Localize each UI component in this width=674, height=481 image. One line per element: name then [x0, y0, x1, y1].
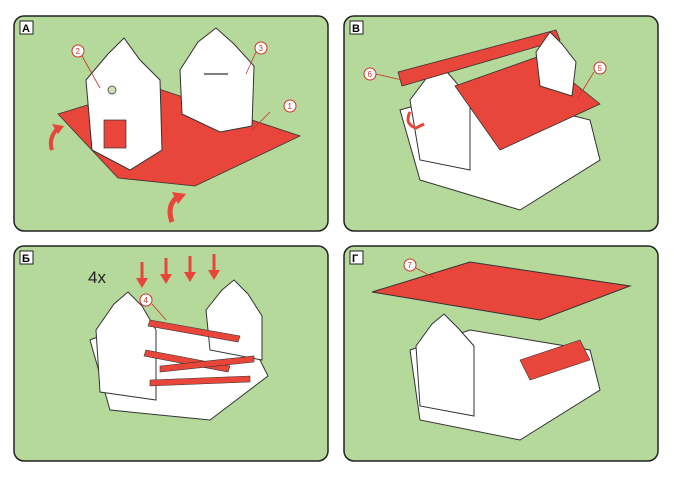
callout-circle-icon	[403, 258, 417, 272]
gable-wall-back	[205, 279, 263, 361]
panel-g-label: Г	[352, 253, 359, 265]
svg-text:4: 4	[144, 296, 149, 305]
gable-wall-front	[415, 313, 475, 417]
door-red	[103, 119, 127, 149]
panel-v: Б 4x 4	[13, 245, 329, 462]
roof-side-red	[519, 339, 591, 381]
quantity-label: 4x	[88, 268, 106, 287]
callout-circle-icon	[139, 293, 153, 307]
down-arrow-icon	[208, 254, 220, 280]
panel-v-label-box	[19, 250, 34, 265]
panel-b-label: B	[352, 23, 360, 35]
callout-7: 7	[403, 258, 435, 279]
callout-5: 5	[577, 61, 607, 99]
svg-text:2: 2	[76, 47, 81, 56]
panel-b: B 5 6	[343, 15, 659, 232]
callout-6: 6	[363, 67, 403, 81]
callout-circle-icon	[71, 44, 85, 58]
slat	[147, 319, 241, 343]
svg-text:3: 3	[259, 44, 264, 53]
hook-piece	[406, 111, 425, 130]
svg-text:1: 1	[288, 102, 293, 111]
slat	[159, 355, 255, 373]
callout-2: 2	[71, 44, 101, 89]
down-arrow-icon	[184, 256, 196, 282]
callout-3: 3	[245, 41, 268, 75]
panel-g: Г 7	[343, 245, 659, 462]
roof-sheet	[371, 261, 632, 321]
callout-circle-icon	[283, 99, 297, 113]
gable-wall-back	[535, 31, 577, 97]
down-arrow-icon	[136, 262, 148, 288]
callout-circle-icon	[254, 41, 268, 55]
panel-g-label-box	[349, 250, 364, 265]
panel-v-label: Б	[22, 253, 30, 265]
panel-a: A 1 2 3	[13, 15, 329, 232]
panel-b-label-box	[349, 20, 364, 35]
gable-wall-front	[95, 291, 157, 401]
svg-text:6: 6	[368, 70, 373, 79]
callout-1: 1	[251, 99, 297, 131]
callout-circle-icon	[593, 61, 607, 75]
svg-text:7: 7	[408, 261, 413, 270]
window-hole	[107, 85, 117, 95]
callout-4: 4	[139, 293, 167, 321]
ridge-beam	[397, 29, 561, 87]
panel-a-label-box	[19, 20, 34, 35]
gable-wall-back	[179, 27, 255, 133]
panel-a-label: A	[22, 23, 30, 35]
callout-circle-icon	[363, 67, 377, 81]
svg-text:5: 5	[598, 64, 603, 73]
slat	[149, 375, 251, 387]
down-arrow-icon	[160, 258, 172, 284]
